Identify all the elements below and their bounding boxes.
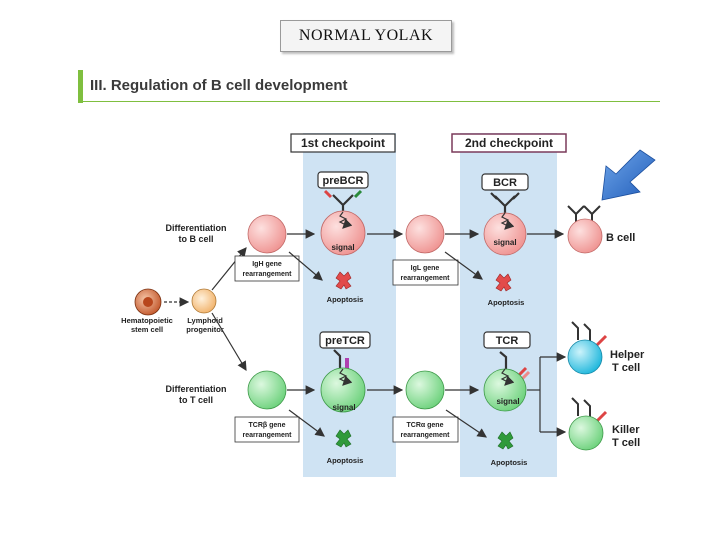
tcra-text-2: rearrangement	[400, 432, 450, 439]
checkpoint-2-text: 2nd checkpoint	[465, 136, 553, 150]
checkpoint-1-label: 1st checkpoint	[290, 133, 396, 153]
page-title-text: NORMAL YOLAK	[298, 27, 434, 44]
section-accent-bar	[78, 70, 83, 103]
apoptosis-t-icon-1	[335, 429, 352, 448]
signal-zigzag-icon	[500, 212, 515, 230]
igh-rearrangement-box: IgH gene rearrangement	[234, 255, 300, 282]
signal-zigzag-icon	[338, 211, 353, 229]
igl-text-1: IgL gene	[411, 265, 440, 272]
section-title: III. Regulation of B cell development	[90, 77, 348, 94]
prebcr-label: preBCR	[317, 171, 369, 189]
signal-zigzag-icon	[500, 368, 515, 386]
checkpoint-band-1	[303, 133, 396, 477]
signal-label-4: signal	[496, 397, 519, 406]
branch-t-arrow	[211, 312, 247, 372]
diff-b-label-1: Differentiation	[165, 223, 226, 233]
checkpoint-2-label: 2nd checkpoint	[451, 133, 567, 153]
pretcr-text: preTCR	[325, 335, 365, 347]
double-negative-t-cell	[405, 370, 445, 410]
immature-b-cell	[483, 212, 527, 256]
signal-zigzag-icon	[338, 368, 353, 386]
bcr-text: BCR	[493, 177, 517, 189]
helper-label-2: T cell	[612, 362, 640, 374]
pro-b-cell	[247, 214, 287, 254]
diff-t-label-1: Differentiation	[165, 384, 226, 394]
page-title: NORMAL YOLAK	[280, 20, 452, 52]
bcr-label: BCR	[481, 173, 529, 191]
igh-text-1: IgH gene	[252, 261, 282, 268]
igl-rearrangement-box: IgL gene rearrangement	[392, 259, 459, 286]
tcr-text: TCR	[496, 335, 519, 347]
signal-label-2: signal	[493, 238, 516, 247]
diff-t-label-2: to T cell	[179, 395, 213, 405]
b-apoptosis-arrow-1	[288, 251, 323, 281]
pro-t-cell	[247, 370, 287, 410]
killer-label-1: Killer	[612, 424, 640, 436]
tcra-rearrangement-box: TCRα gene rearrangement	[392, 416, 459, 443]
prebcr-text: preBCR	[323, 175, 364, 187]
helper-label-1: Helper	[610, 349, 645, 361]
tcra-text-1: TCRα gene	[407, 422, 444, 429]
lymphoid-label-2: progenitor	[186, 325, 224, 334]
signal-label-3: signal	[332, 403, 355, 412]
b-apoptosis-arrow-2	[444, 251, 483, 280]
b-cell-receptors-icon	[567, 205, 601, 222]
apoptosis-label-4: Apoptosis	[491, 458, 528, 467]
signal-label-1: signal	[331, 243, 354, 252]
pre-t-cell	[320, 367, 366, 413]
killer-label-2: T cell	[612, 437, 640, 449]
pretcr-receptor-icon	[333, 349, 349, 370]
t-apoptosis-arrow-2	[445, 409, 487, 438]
apoptosis-label-1: Apoptosis	[327, 295, 364, 304]
diff-b-label-2: to B cell	[178, 234, 213, 244]
tcrb-rearrangement-box: TCRβ gene rearrangement	[234, 416, 300, 443]
tcrb-text-2: rearrangement	[242, 432, 292, 439]
killer-t-cell	[568, 415, 604, 451]
tcr-label: TCR	[483, 331, 531, 349]
bcr-receptor-icon	[490, 192, 520, 214]
apoptosis-label-2: Apoptosis	[488, 298, 525, 307]
apoptosis-label-3: Apoptosis	[327, 456, 364, 465]
b-cell-label: B cell	[606, 232, 635, 244]
apoptosis-b-icon-1	[335, 271, 352, 290]
stem-cell-nucleus	[143, 297, 153, 307]
helper-t-cell	[567, 339, 603, 375]
t-apoptosis-arrow-1	[288, 409, 325, 437]
pretcr-label: preTCR	[319, 331, 371, 349]
section-divider	[83, 101, 660, 102]
igl-text-2: rearrangement	[400, 275, 450, 282]
checkpoint-1-text: 1st checkpoint	[301, 136, 385, 150]
apoptosis-t-icon-2	[497, 431, 514, 450]
pre-b-cell	[320, 210, 366, 256]
apoptosis-b-icon-2	[495, 273, 512, 292]
stem-label-2: stem cell	[131, 325, 163, 334]
lymphoid-label-1: Lymphoid	[187, 316, 223, 325]
branch-b-arrow	[211, 247, 247, 291]
lymphoid-progenitor-cell	[191, 288, 217, 314]
stem-label-1: Hematopoietic	[121, 316, 173, 325]
immature-b-cell-precursor	[405, 214, 445, 254]
mature-b-cell	[567, 218, 603, 254]
pointer-arrow-icon	[601, 149, 656, 201]
igh-text-2: rearrangement	[242, 271, 292, 278]
tcrb-text-1: TCRβ gene	[249, 422, 286, 429]
